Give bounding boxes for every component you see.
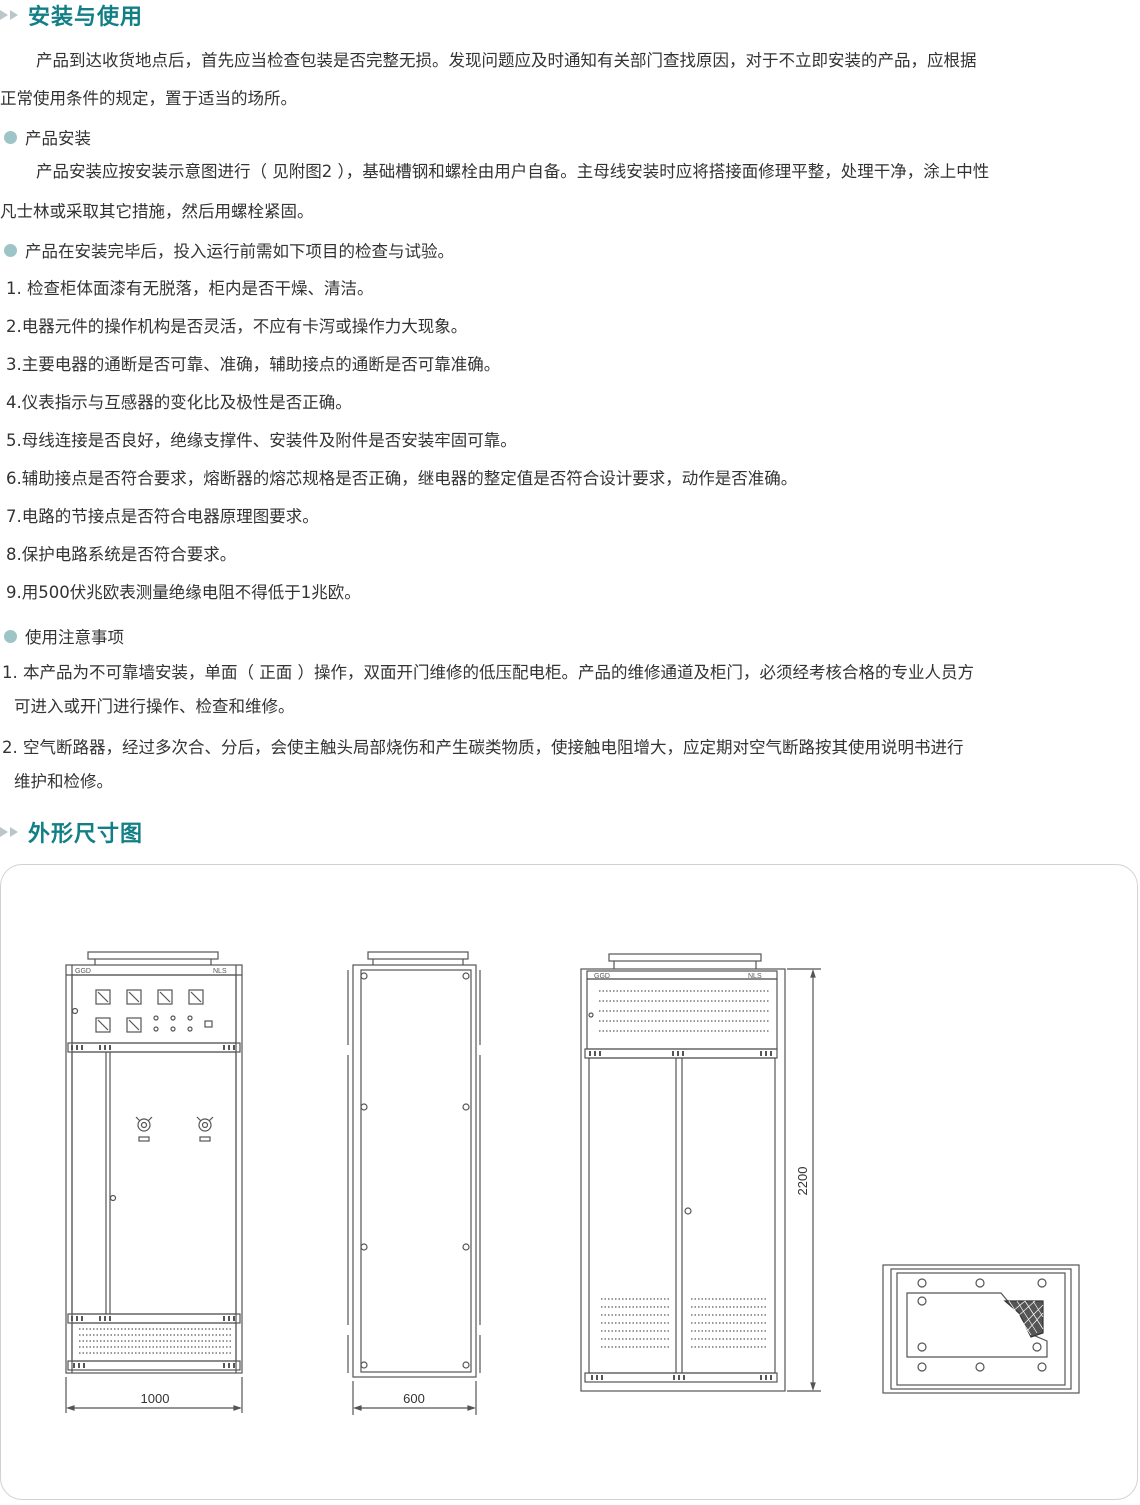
- check-item: 2.电器元件的操作机构是否灵活，不应有卡泻或操作力大现象。: [6, 317, 468, 336]
- check-item: 3.主要电器的通断是否可靠、准确，辅助接点的通断是否可靠准确。: [6, 355, 501, 374]
- hatched-cutout-icon: [1003, 1300, 1044, 1338]
- section-title-text: 外形尺寸图: [28, 822, 144, 847]
- back-view-drawing: GGD NLS: [580, 953, 821, 1392]
- rotary-switch-icon: [135, 1116, 214, 1142]
- section-title-dimensions: 外形尺寸图: [0, 817, 143, 847]
- install-paragraph-line2: 凡士林或采取其它措施，然后用螺栓紧固。: [0, 202, 314, 221]
- front-view-drawing: GGD NLS: [65, 951, 243, 1413]
- note-item-1-line2: 可进入或开门进行操作、检查和维修。: [14, 697, 295, 716]
- notes-heading: 使用注意事项: [4, 624, 124, 648]
- meter-icon: [95, 989, 204, 1033]
- dimension-height-label: 2200: [795, 1167, 810, 1196]
- dimension-depth-label: 600: [403, 1391, 425, 1406]
- front-label-right: NLS: [213, 968, 227, 975]
- check-item: 1. 检查柜体面漆有无脱落，柜内是否干燥、清洁。: [6, 279, 374, 298]
- note-item-1-line1: 1. 本产品为不可靠墙安装，单面（ 正面 ）操作，双面开门维修的低压配电柜。产品…: [2, 663, 974, 682]
- section-title-text: 安装与使用: [28, 5, 144, 30]
- bullet-dot-icon: [4, 130, 17, 144]
- install-heading: 产品安装: [4, 125, 91, 149]
- bullet-dot-icon: [4, 243, 17, 257]
- back-label-left: GGD: [594, 973, 610, 980]
- section-title-install-use: 安装与使用: [0, 0, 143, 30]
- check-item: 8.保护电路系统是否符合要求。: [6, 545, 237, 564]
- intro-paragraph-line1: 产品到达收货地点后，首先应当检查包装是否完整无损。发现问题应及时通知有关部门查找…: [36, 51, 977, 70]
- back-label-right: NLS: [748, 973, 762, 980]
- double-arrow-icon: [0, 827, 18, 837]
- check-item: 7.电路的节接点是否符合电器原理图要求。: [6, 507, 319, 526]
- cabinet-drawings: GGD NLS: [65, 951, 1080, 1415]
- check-item: 6.辅助接点是否符合要求，熔断器的熔芯规格是否正确，继电器的整定值是否符合设计要…: [6, 469, 798, 488]
- note-item-2-line2: 维护和检修。: [14, 772, 113, 791]
- double-arrow-icon: [0, 10, 18, 20]
- dimension-width-label: 1000: [141, 1391, 170, 1406]
- dimension-drawing-panel: GGD NLS: [0, 864, 1138, 1500]
- floor-plan-drawing: [882, 1264, 1080, 1394]
- bullet-dot-icon: [4, 629, 17, 643]
- checks-heading: 产品在安装完毕后，投入运行前需如下项目的检查与试验。: [4, 238, 454, 262]
- intro-paragraph-line2: 正常使用条件的规定，置于适当的场所。: [0, 89, 297, 108]
- check-item: 5.母线连接是否良好，绝缘支撑件、安装件及附件是否安装牢固可靠。: [6, 431, 517, 450]
- install-paragraph-line1: 产品安装应按安装示意图进行（ 见附图2 ），基础槽钢和螺栓由用户自备。主母线安装…: [36, 162, 990, 181]
- side-view-drawing: 600: [347, 951, 481, 1415]
- front-label-left: GGD: [75, 968, 91, 975]
- note-item-2-line1: 2. 空气断路器，经过多次合、分后，会使主触头局部烧伤和产生碳类物质，使接触电阻…: [2, 738, 964, 757]
- check-item: 9.用500伏兆欧表测量绝缘电阻不得低于1兆欧。: [6, 583, 361, 602]
- check-item: 4.仪表指示与互感器的变化比及极性是否正确。: [6, 393, 352, 412]
